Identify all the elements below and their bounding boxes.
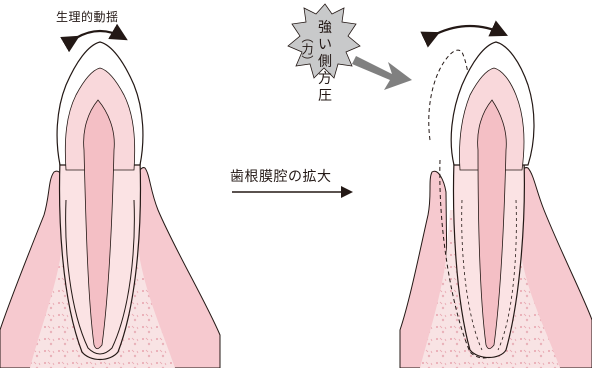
left-tooth-group (0, 31, 220, 368)
force-arrow (352, 56, 412, 90)
right-mobility-arrow (436, 26, 504, 34)
pdl-widening-label: 歯根膜腔の拡大 (230, 166, 332, 186)
right-tooth-group (400, 26, 592, 368)
left-mobility-arrow (76, 31, 124, 38)
force-vertical-label: 強い側方圧 (317, 20, 333, 105)
force-paren-label: （力） (300, 31, 314, 67)
physiological-mobility-label: 生理的動揺 (56, 8, 119, 25)
